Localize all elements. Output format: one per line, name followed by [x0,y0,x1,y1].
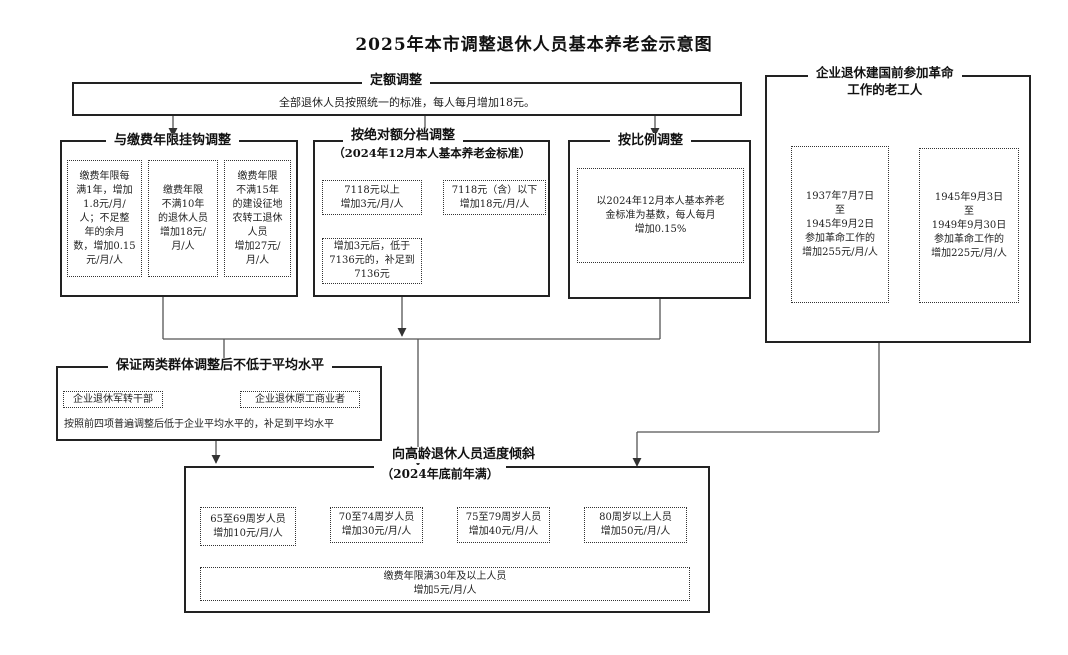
linked-item-1: 缴费年限每 满1年，增加 1.8元/月/ 人；不足整 年的余月 数，增加0.15… [67,160,142,277]
page-title: 2025年本市调整退休人员基本养老金示意图 [355,35,713,55]
linked-adjust-title: 与缴费年限挂钩调整 [106,133,240,149]
ratio-adjust-desc: 以2024年12月本人基本养老 金标准为基数，每人每月 增加0.15% [577,168,744,263]
elderly-extra: 缴费年限满30年及以上人员 增加5元/月/人 [200,567,690,601]
tiered-topup: 增加3元后，低于 7136元的，补足到 7136元 [322,238,422,284]
tiered-adjust-subtitle: （2024年12月本人基本养老金标准） [330,145,534,161]
linked-item-3: 缴费年限 不满15年 的建设征地 农转工退休 人员 增加27元/ 月/人 [224,160,291,277]
ratio-adjust-title: 按比例调整 [610,133,692,149]
veteran-box: 1937年7月7日 至 1945年9月2日 参加革命工作的 增加255元/月/人… [765,75,1031,343]
ratio-adjust-box: 以2024年12月本人基本养老 金标准为基数，每人每月 增加0.15% [568,140,751,299]
guarantee-group-1: 企业退休军转干部 [63,391,163,408]
guarantee-desc: 按照前四项普遍调整后低于企业平均水平的，补足到平均水平 [64,419,334,430]
veteran-title: 企业退休建国前参加革命 工作的老工人 [808,64,962,98]
tiered-below: 7118元（含）以下 增加18元/月/人 [443,180,546,215]
elderly-age-3: 75至79周岁人员 增加40元/月/人 [457,507,550,543]
guarantee-box: 企业退休军转干部 企业退休原工商业者 按照前四项普遍调整后低于企业平均水平的，补… [56,366,382,441]
linked-adjust-box: 缴费年限每 满1年，增加 1.8元/月/ 人；不足整 年的余月 数，增加0.15… [60,140,298,297]
elderly-age-2: 70至74周岁人员 增加30元/月/人 [330,507,423,543]
tiered-adjust-title: 按绝对额分档调整 [343,128,464,144]
tiered-above: 7118元以上 增加3元/月/人 [322,180,422,215]
elderly-box: 65至69周岁人员 增加10元/月/人 70至74周岁人员 增加30元/月/人 … [184,466,710,613]
guarantee-group-2: 企业退休原工商业者 [240,391,360,408]
fixed-adjust-desc: 全部退休人员按照统一的标准，每人每月增加18元。 [279,96,535,109]
guarantee-title: 保证两类群体调整后不低于平均水平 [108,358,333,374]
elderly-title: 向高龄退休人员适度倾斜 [384,447,544,463]
fixed-adjust-title: 定额调整 [362,73,431,89]
elderly-subtitle: （2024年底前年满） [374,465,506,482]
elderly-age-4: 80周岁以上人员 增加50元/月/人 [584,507,687,543]
veteran-item-1: 1937年7月7日 至 1945年9月2日 参加革命工作的 增加255元/月/人 [791,146,889,303]
tiered-adjust-box: 7118元以上 增加3元/月/人 7118元（含）以下 增加18元/月/人 增加… [313,140,550,297]
elderly-age-1: 65至69周岁人员 增加10元/月/人 [200,507,296,546]
veteran-item-2: 1945年9月3日 至 1949年9月30日 参加革命工作的 增加225元/月/… [919,148,1019,303]
linked-item-2: 缴费年限 不满10年 的退休人员 增加18元/ 月/人 [148,160,218,277]
